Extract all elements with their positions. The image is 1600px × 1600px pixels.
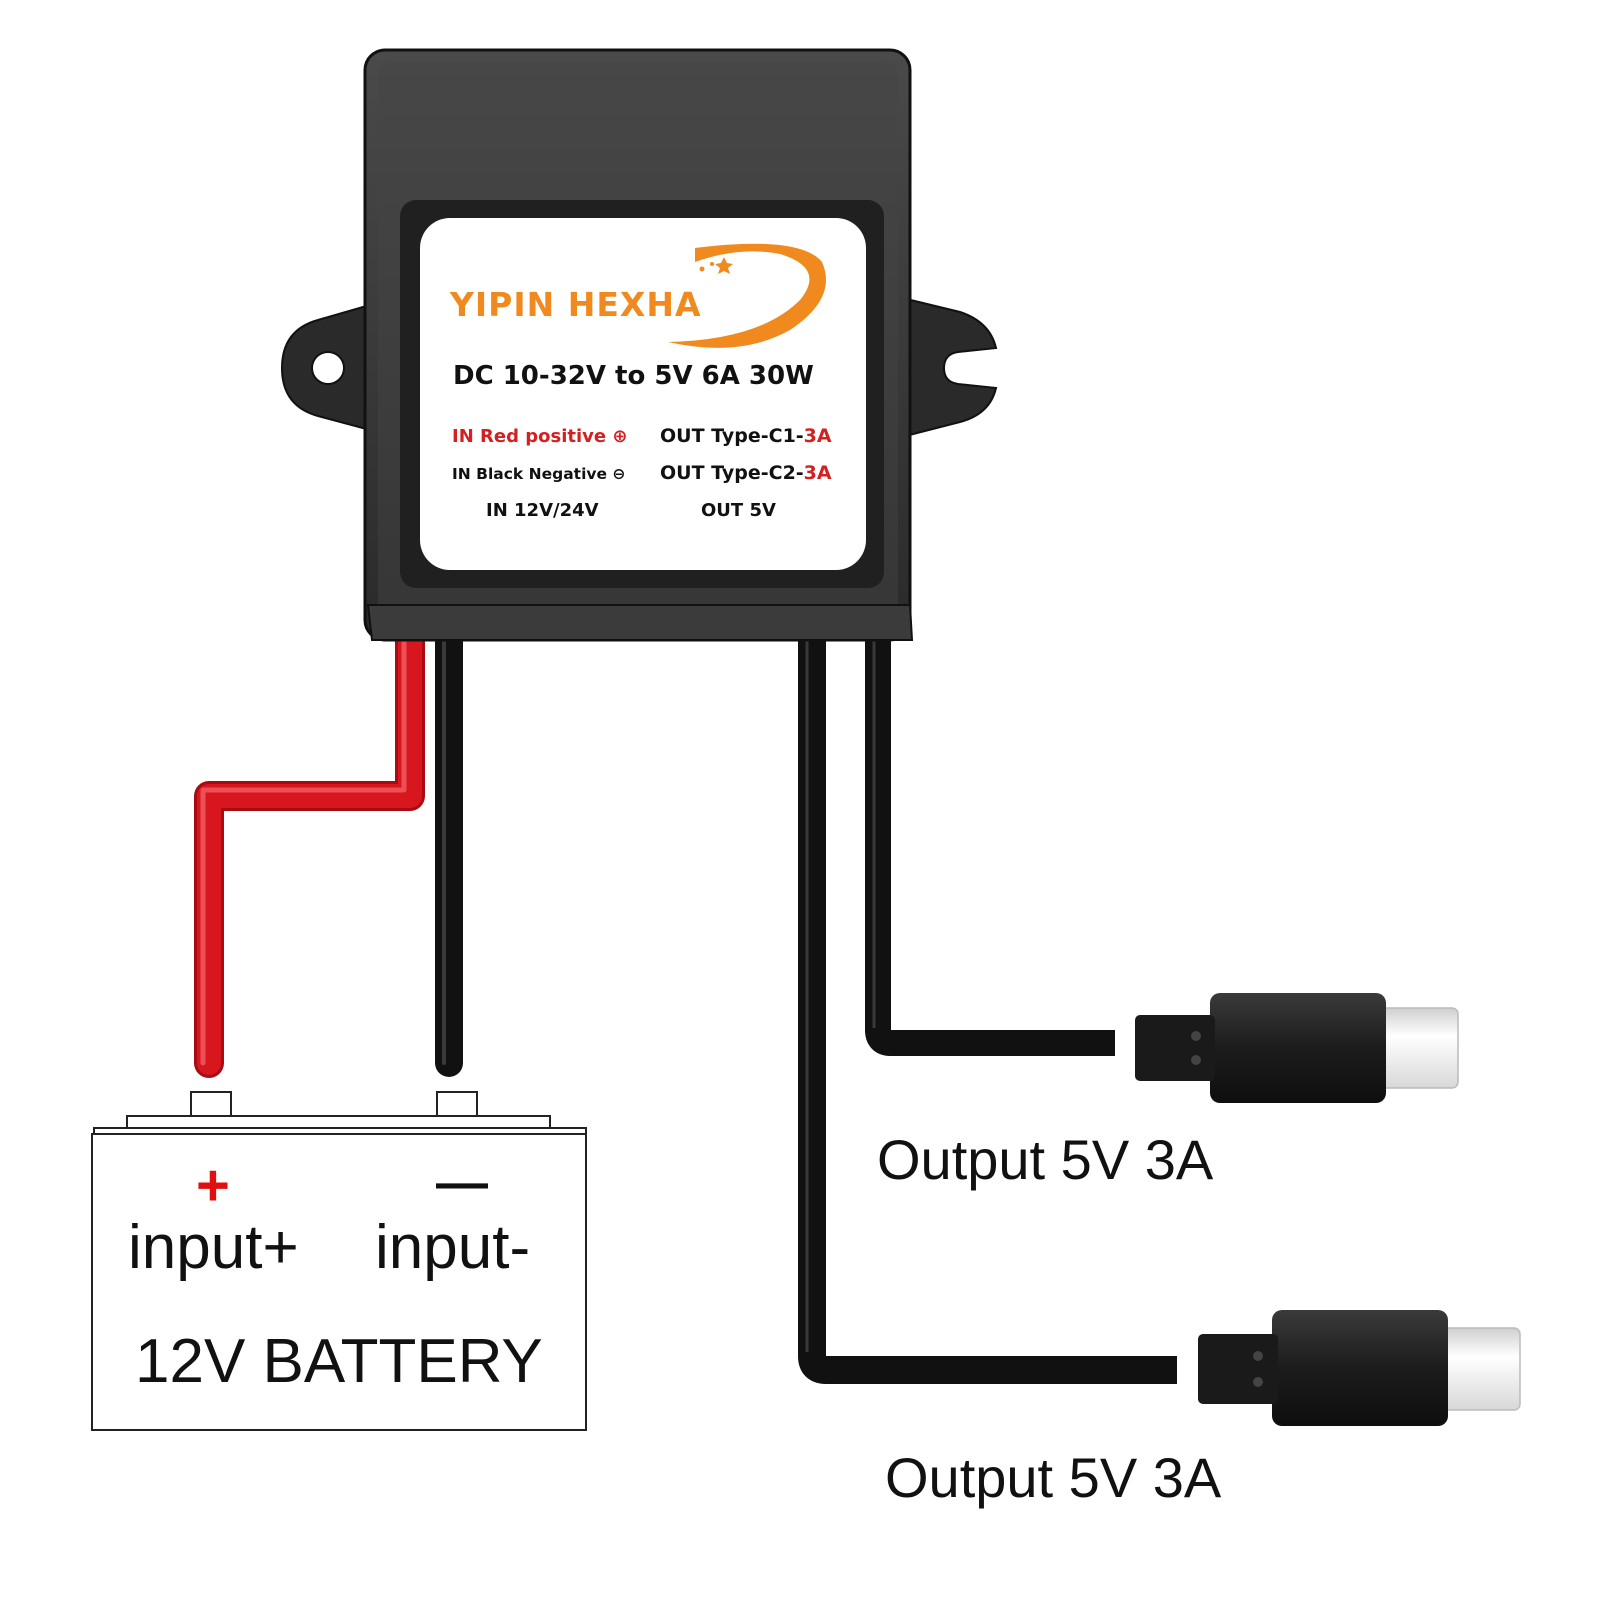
positive-symbol: + (196, 1153, 230, 1218)
black-input-wire (435, 626, 463, 1077)
spec-title: DC 10-32V to 5V 6A 30W (453, 361, 814, 391)
output-cable-1 (865, 635, 1115, 1056)
label-in-red-positive: IN Red positive ⊕ (452, 426, 627, 447)
negative-terminal (436, 1091, 478, 1119)
logo-swoosh (668, 243, 826, 348)
label-in-black-negative: IN Black Negative ⊖ (452, 465, 625, 483)
label-out-type-c1: OUT Type-C1-3A (660, 425, 832, 447)
battery-body (91, 1133, 587, 1431)
product-label (420, 218, 866, 570)
positive-terminal (190, 1091, 232, 1119)
right-mounting-ear (889, 293, 998, 442)
output-label-2: Output 5V 3A (885, 1446, 1222, 1509)
brand-name: YIPIN HEXHA (449, 285, 702, 324)
converter-base (366, 604, 914, 641)
input-plus-label: input+ (128, 1213, 299, 1282)
label-out-type-c2: OUT Type-C2-3A (660, 462, 832, 484)
output-cable-2 (798, 635, 1177, 1384)
battery: + — input+ input- 12V BATTERY (91, 1091, 587, 1431)
usb-c-body-1 (1210, 993, 1386, 1103)
negative-symbol: — (436, 1154, 488, 1212)
usb-c-strain-relief-1 (1135, 1015, 1215, 1081)
usb-c-plug-1 (1135, 993, 1459, 1103)
input-minus-label: input- (375, 1213, 530, 1282)
battery-title: 12V BATTERY (135, 1327, 543, 1396)
logo-stars (699, 257, 733, 274)
left-mount-hole (311, 351, 345, 385)
usb-c-body-2 (1272, 1310, 1448, 1426)
usb-c-strain-relief-2 (1198, 1334, 1278, 1404)
output-label-1: Output 5V 3A (877, 1128, 1214, 1191)
label-in-voltage: IN 12V/24V (486, 500, 599, 521)
usb-c-tip-1 (1379, 1007, 1459, 1089)
converter-module: YIPIN HEXHA DC 10-32V to 5V 6A 30W IN Re… (280, 48, 998, 642)
label-out-voltage: OUT 5V (701, 500, 776, 521)
usb-c-tip-2 (1441, 1327, 1521, 1411)
red-input-wire (194, 625, 425, 1078)
usb-c-plug-2 (1198, 1310, 1521, 1426)
